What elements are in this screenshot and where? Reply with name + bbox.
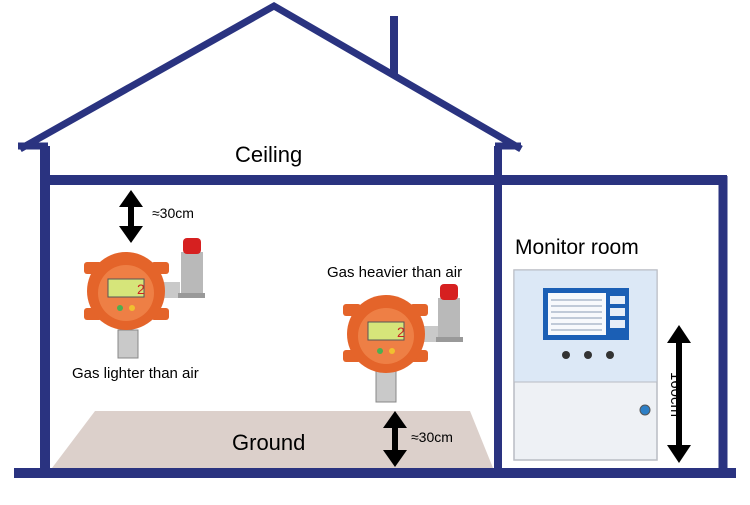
- bottom-distance-arrow: [383, 411, 407, 467]
- svg-text:2: 2: [137, 281, 145, 297]
- gas-detector-right: 2: [343, 295, 438, 403]
- monitor-room-label: Monitor room: [515, 236, 639, 259]
- roof-outline: [18, 1, 523, 153]
- ground-line: [14, 468, 736, 478]
- cabinet-height-label: 160cm: [667, 372, 684, 418]
- alarm-lamp-left: [178, 238, 205, 298]
- monitor-cabinet: [513, 269, 658, 461]
- bottom-distance-label: ≈30cm: [411, 429, 453, 445]
- gas-heavier-label: Gas heavier than air: [327, 264, 463, 281]
- top-distance-arrow: [119, 190, 143, 243]
- top-distance-label: ≈30cm: [152, 205, 194, 221]
- cabinet-height-arrow: [667, 325, 691, 463]
- alarm-lamp-right: [436, 284, 463, 342]
- ceiling-label: Ceiling: [235, 142, 303, 167]
- svg-text:2: 2: [397, 324, 405, 340]
- ground-floor: [52, 411, 493, 468]
- gas-lighter-label: Gas lighter than air: [72, 365, 199, 382]
- gas-detector-left: 2: [84, 252, 180, 359]
- ground-label: Ground: [232, 430, 306, 455]
